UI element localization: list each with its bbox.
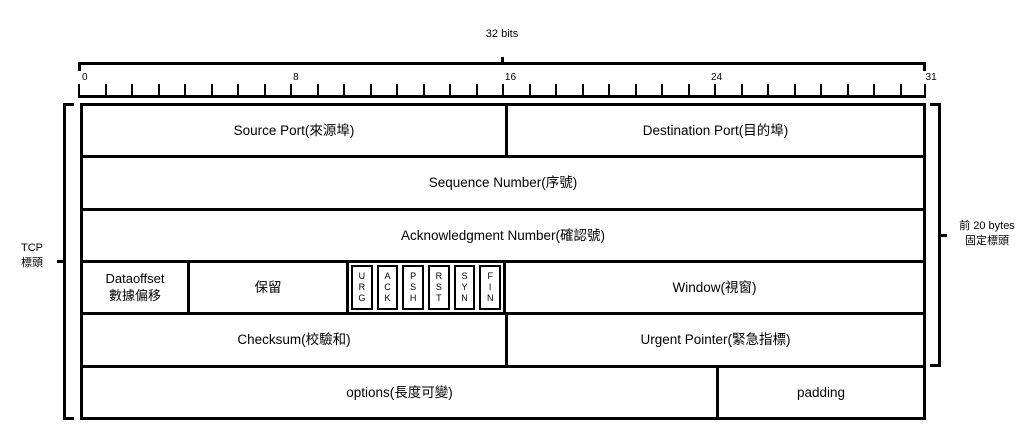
field-window: Window(視窗) [503,262,923,313]
bit-tick [767,84,769,95]
bit-tick [316,84,319,95]
flag-ack: A C K [376,264,399,311]
bit-tick [422,84,425,95]
fixed-header-brace [930,103,947,367]
bracket-center-tick [500,57,504,65]
bit-tick [793,84,796,95]
bit-tick [873,84,875,95]
bit-tick [343,84,345,95]
bit-tick [184,84,186,95]
bit-ruler-label: 16 [504,72,517,83]
bit-tick [131,84,133,95]
field-destination-port: Destination Port(目的埠) [505,106,923,156]
field-flags-group: U R G A C K P S H R S T S Y N F I N [346,262,503,313]
bit-ruler: 0 8 16 24 31 [78,72,937,98]
bit-tick [449,84,451,95]
bit-tick [237,84,239,95]
bit-tick [740,84,743,95]
flag-syn: S Y N [453,264,476,311]
bit-tick [396,84,398,95]
bit-ruler-label: 8 [293,72,299,83]
bit-ruler-label: 0 [82,72,88,83]
fixed-header-label: 前 20 bytes 固定標頭 [959,220,1015,247]
bits-width-bracket [78,57,926,71]
row-options-padding: options(長度可變) padding [83,364,923,417]
tcp-header-brace [57,103,74,420]
bit-tick [687,84,690,95]
field-padding: padding [716,367,923,417]
bit-tick [846,84,849,95]
bit-tick [502,84,504,95]
bit-tick [820,84,822,95]
row-acknowledgment-number: Acknowledgment Number(確認號) [83,207,923,260]
field-acknowledgment-number: Acknowledgment Number(確認號) [400,227,606,243]
bit-tick [104,84,107,95]
brace-mid-tick [938,233,947,237]
bit-tick [924,84,926,95]
field-checksum: Checksum(校驗和) [237,332,351,348]
row-checksum-urgent: Checksum(校驗和) Urgent Pointer(緊急指標) [83,312,923,365]
bit-tick [263,84,266,95]
flag-rst: R S T [428,264,450,311]
field-sequence-number: Sequence Number(序號) [428,175,578,191]
bit-tick [528,84,531,95]
row-sequence-number: Sequence Number(序號) [83,155,923,207]
field-options: options(長度可變) [346,384,453,400]
bit-tick [290,84,292,95]
tcp-header-label: TCP 標頭 [21,242,43,269]
row-offset-flags-window: Dataoffset 數據偏移 保留 U R G A C K P S H R S… [83,259,923,313]
flag-urg: U R G [351,264,373,311]
field-source-port: Source Port(來源埠) [233,122,355,138]
bit-tick [661,84,663,95]
bit-tick [634,84,637,95]
row-ports: Source Port(來源埠) Destination Port(目的埠) [83,106,923,156]
brace-mid-tick [57,260,66,263]
bit-tick [555,84,557,95]
tcp-header-table: Source Port(來源埠) Destination Port(目的埠) S… [80,103,926,420]
field-urgent-pointer: Urgent Pointer(緊急指標) [505,315,923,365]
bit-tick [899,84,902,95]
field-reserved: 保留 [187,262,346,313]
flag-psh: P S H [402,264,425,311]
bit-tick [714,84,716,95]
bit-ruler-label: 31 [925,72,937,83]
bit-tick [581,84,584,95]
bit-tick [475,84,478,95]
bit-tick [608,84,610,95]
flag-fin: F I N [479,264,502,311]
bits-width-caption: 32 bits [485,28,519,40]
bit-tick [78,84,80,95]
bit-tick [157,84,160,95]
bit-tick [369,84,372,95]
field-data-offset: Dataoffset 數據偏移 [105,270,165,303]
bit-ruler-label: 24 [710,72,723,83]
bit-tick [210,84,213,95]
